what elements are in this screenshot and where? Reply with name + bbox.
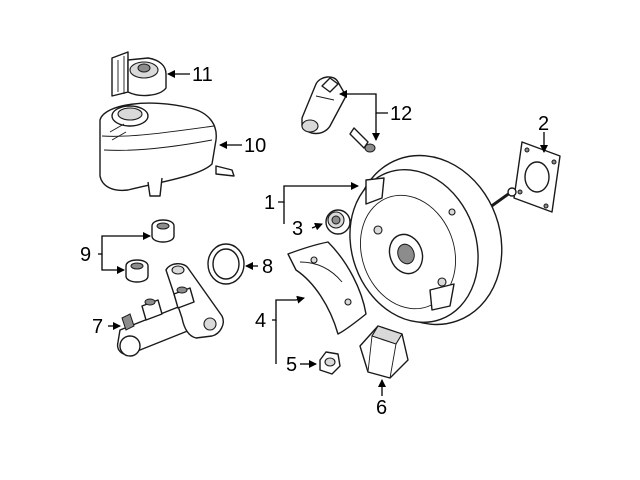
heat-shield xyxy=(287,241,367,335)
brake-fluid-reservoir xyxy=(99,102,235,197)
sensor-bolt xyxy=(349,127,376,153)
pressure-sensor xyxy=(301,76,347,135)
callout-10: 10 xyxy=(244,135,266,157)
mounting-nut xyxy=(319,351,341,375)
callout-7: 7 xyxy=(92,316,103,338)
booster-gasket xyxy=(513,141,561,213)
booster-bracket xyxy=(359,325,409,379)
leader-lines xyxy=(98,70,548,396)
callout-9: 9 xyxy=(80,244,91,266)
reservoir-cap xyxy=(111,51,167,97)
callout-12: 12 xyxy=(390,103,412,125)
callout-11: 11 xyxy=(192,64,213,86)
o-ring-seal xyxy=(207,243,245,285)
callout-2: 2 xyxy=(538,113,549,135)
callout-1: 1 xyxy=(264,192,275,214)
callout-8: 8 xyxy=(262,256,273,278)
callout-6: 6 xyxy=(376,397,387,419)
callout-5: 5 xyxy=(286,354,297,376)
callout-3: 3 xyxy=(292,218,303,240)
master-cylinder xyxy=(116,263,224,357)
brake-booster xyxy=(349,154,517,326)
callout-4: 4 xyxy=(255,310,266,332)
reservoir-grommets xyxy=(125,219,175,283)
booster-grommet xyxy=(325,209,351,235)
